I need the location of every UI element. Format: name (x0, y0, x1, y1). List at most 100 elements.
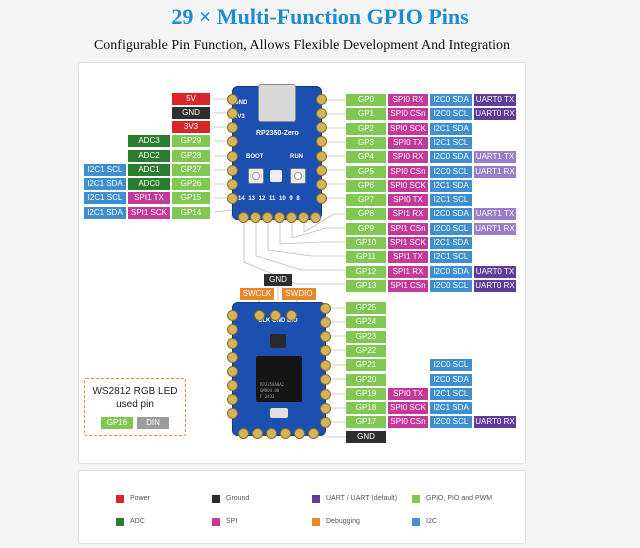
pin-label-i2c0-sda: I2C0 SDA (430, 373, 472, 386)
pin-label-gp17: GP17 (346, 416, 386, 429)
chip-text-line: GM804.00 (260, 388, 280, 393)
pin-label-i2c0-sda: I2C0 SDA (430, 265, 472, 278)
debug-pad-labels: CLK GND DIO (258, 318, 298, 324)
legend-swatch (212, 518, 220, 526)
legend-panel (78, 470, 526, 544)
pad (316, 122, 327, 133)
pad (320, 331, 331, 342)
pad (320, 403, 331, 414)
legend-swatch (116, 518, 124, 526)
pad (227, 366, 238, 377)
pad (252, 428, 263, 439)
pin-label-i2c0-scl: I2C0 SCL (430, 416, 472, 429)
ws2812-signal-label: DIN (137, 417, 169, 429)
pin-label-adc2: ADC2 (128, 150, 170, 162)
pin-label-3v3: 3V3 (172, 121, 210, 133)
pin-label-uart0-rx: UART0 RX (474, 279, 516, 292)
pin-label-spi1-rx: SPI1 RX (388, 265, 428, 278)
pad (227, 165, 238, 176)
legend-label: I2C (426, 518, 437, 525)
pad (294, 428, 305, 439)
usb-c-connector (258, 84, 296, 122)
pin-label-spi0-rx: SPI0 RX (388, 94, 428, 106)
chip-text-line: RP2350A0A2 (260, 382, 285, 387)
pin-label-adc1: ADC1 (128, 164, 170, 176)
pad (270, 310, 281, 321)
pin-label-gp25: GP25 (346, 302, 386, 314)
pin-label-i2c0-scl: I2C0 SCL (430, 279, 472, 292)
pin-label-gp12: GP12 (346, 265, 386, 278)
pad (227, 310, 238, 321)
pin-label-uart0-rx: UART0 RX (474, 108, 516, 121)
pin-label-i2c0-sda: I2C0 SDA (430, 208, 472, 221)
pad (227, 380, 238, 391)
pin-label-i2c1-sda: I2C1 SDA (430, 122, 472, 135)
crystal (270, 408, 288, 418)
pin-label-spi0-sck: SPI0 SCK (388, 402, 428, 415)
pin-label-swdio: SWDIO (282, 288, 316, 300)
pad (238, 212, 249, 223)
pad (254, 310, 265, 321)
pin-label-gp26: GP26 (172, 178, 210, 190)
pin-label-gp19: GP19 (346, 387, 386, 400)
pad (227, 352, 238, 363)
boot-button (248, 168, 264, 184)
pad (320, 303, 331, 314)
run-label: RUN (290, 154, 303, 160)
legend-label: Power (130, 495, 150, 502)
chip-text-line: F 2433 (260, 394, 275, 399)
pin-label-gp6: GP6 (346, 179, 386, 192)
pin-label-adc0: ADC0 (128, 178, 170, 190)
pin-label-i2c0-scl: I2C0 SCL (430, 108, 472, 121)
pin-label-spi0-rx: SPI0 RX (388, 151, 428, 164)
pin-label-swclk: SWCLK (240, 288, 274, 300)
pin-label-uart1-tx: UART1 TX (474, 151, 516, 164)
pin-label-gnd: GND (346, 430, 386, 443)
legend-swatch (312, 495, 320, 503)
pin-label-uart0-tx: UART0 TX (474, 94, 516, 106)
pad (227, 179, 238, 190)
pad (227, 193, 238, 204)
pin-label-i2c1-scl: I2C1 SCL (430, 194, 472, 207)
pad (227, 394, 238, 405)
pad (227, 136, 238, 147)
pin-label-spi0-tx: SPI0 TX (388, 136, 428, 149)
pad (308, 428, 319, 439)
pin-label-spi1-sck: SPI1 SCK (388, 237, 428, 249)
pad (316, 151, 327, 162)
pad (316, 193, 327, 204)
pad (316, 179, 327, 190)
legend-swatch (312, 518, 320, 526)
pad (320, 417, 331, 428)
pin-label-gp15: GP15 (172, 192, 210, 204)
pin-label-i2c1-sda: I2C1 SDA (430, 237, 472, 249)
legend-label: ADC (130, 518, 145, 525)
pin-label-i2c0-scl: I2C0 SCL (430, 359, 472, 372)
pin-label-gp0: GP0 (346, 94, 386, 106)
rgb-led (270, 170, 282, 182)
pin-label-gp27: GP27 (172, 164, 210, 176)
pad (227, 94, 238, 105)
pin-label-spi1-sck: SPI1 SCK (128, 207, 170, 219)
pin-label-5v: 5V (172, 93, 210, 105)
pin-label-gp13: GP13 (346, 279, 386, 292)
pin-label-gp3: GP3 (346, 136, 386, 149)
pin-label-i2c1-sda: I2C1 SDA (84, 178, 126, 190)
pin-label-gp18: GP18 (346, 402, 386, 415)
pad (316, 108, 327, 119)
pin-label-gp10: GP10 (346, 237, 386, 249)
board-3v3-label: 3V3 (234, 114, 245, 120)
legend-swatch (412, 495, 420, 503)
legend-label: SPI (226, 518, 238, 525)
board-gnd-label: GND (234, 100, 248, 106)
pin-label-spi1-tx: SPI1 TX (388, 251, 428, 264)
pin-label-gnd-bottom-top: GND (264, 274, 292, 286)
pad (227, 338, 238, 349)
pad (227, 324, 238, 335)
ws2812-title: WS2812 RGB LED (92, 386, 178, 397)
pin-label-i2c0-scl: I2C0 SCL (430, 222, 472, 235)
pin-label-gp4: GP4 (346, 151, 386, 164)
pin-label-gp2: GP2 (346, 122, 386, 135)
pin-label-gp11: GP11 (346, 251, 386, 264)
legend-label: UART / UART (default) (326, 495, 398, 502)
